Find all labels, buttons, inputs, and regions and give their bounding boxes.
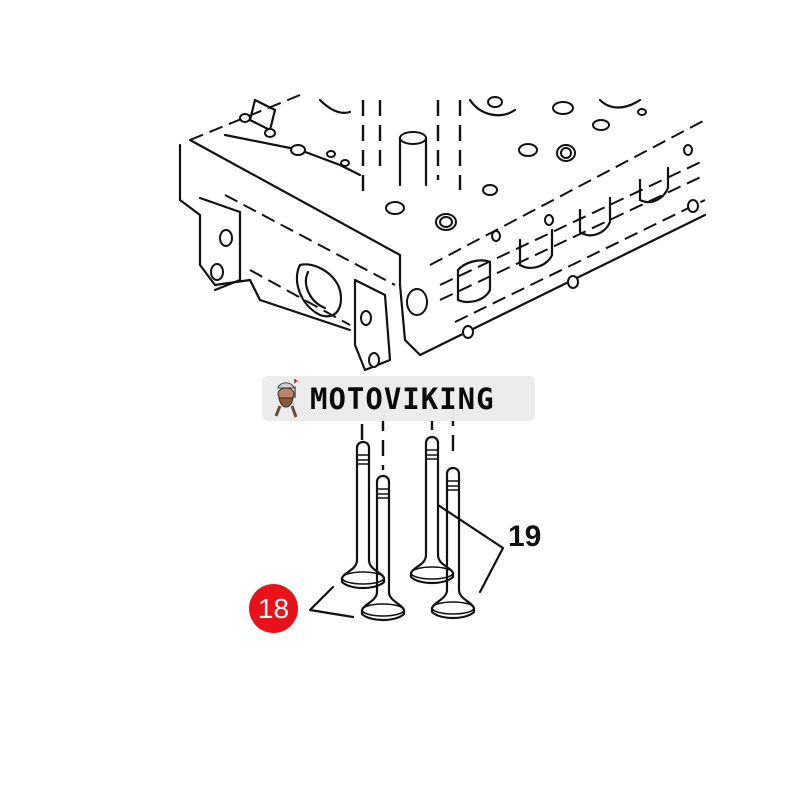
callout-leaders: [308, 503, 505, 619]
viking-mascot-icon: [273, 379, 299, 418]
brand-name: MOTOVIKING: [310, 381, 495, 416]
valve-3: [409, 435, 455, 585]
callout-18: 18: [249, 584, 298, 633]
valve-4: [430, 466, 476, 620]
cylinder-head: [178, 94, 707, 470]
brand-watermark: MOTOVIKING: [262, 376, 535, 421]
valve-2: [360, 474, 406, 622]
callout-19: 19: [508, 520, 542, 553]
